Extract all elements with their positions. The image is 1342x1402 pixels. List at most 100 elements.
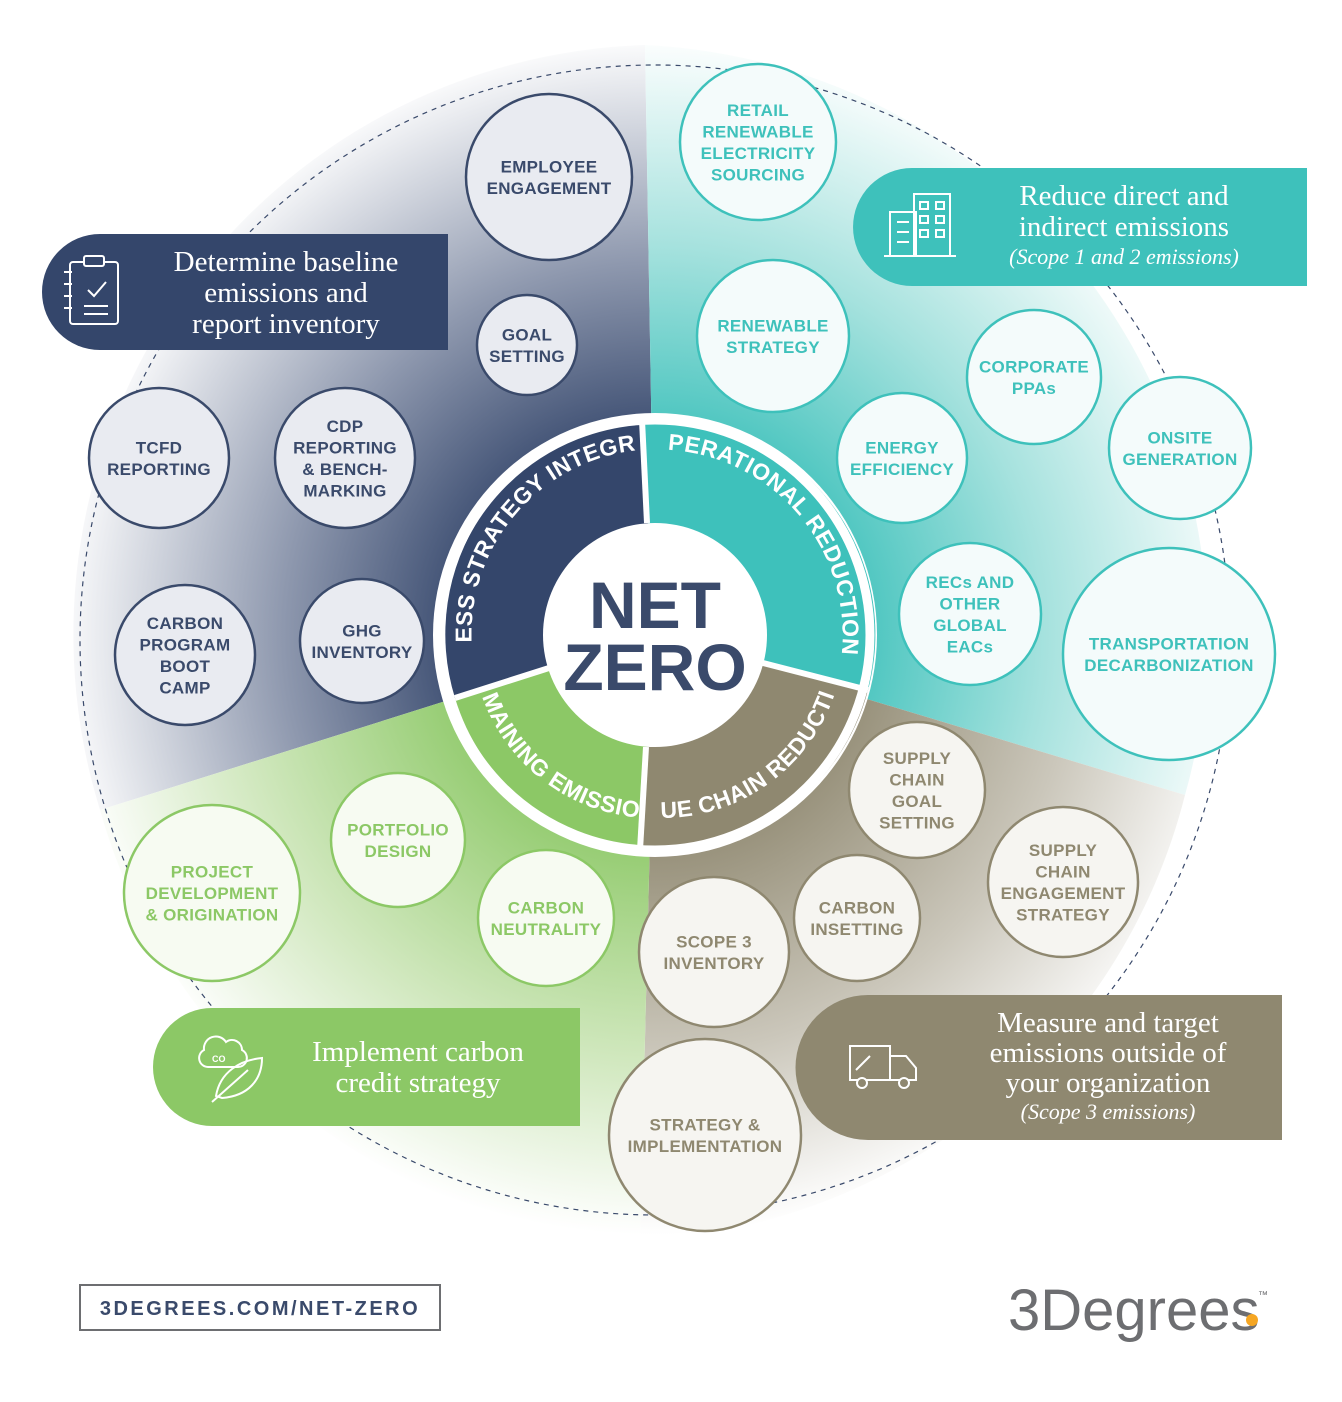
topic-circle-label: EACs [947,637,994,656]
topic-circle-label: DECARBONIZATION [1084,656,1253,675]
topic-circle-label: CARBON [147,614,223,633]
topic-circle-label: GLOBAL [933,616,1007,635]
topic-circle-strategy-implementation: STRATEGY & IMPLEMENTATION [607,1037,803,1233]
hub-title-zero: ZERO [563,630,746,704]
topic-circle-label: INVENTORY [664,954,765,973]
topic-circle-shape [329,771,467,909]
topic-circle-label: SCOPE 3 [676,932,752,951]
topic-circle-shape [1061,546,1277,762]
topic-circle-label: REPORTING [107,460,211,479]
topic-circle-label: & ORIGINATION [146,906,279,925]
topic-circle-label: EMPLOYEE [501,157,598,176]
topic-circle-label: PROGRAM [140,635,231,654]
callout-scope3-line1: Measure and target [997,1007,1219,1039]
topic-circle-label: ENGAGEMENT [1001,884,1126,903]
brand-logo: 3Degrees [1008,1278,1259,1343]
footer-url[interactable]: 3DEGREES.COM/NET-ZERO [100,1298,420,1320]
topic-circle-label: CHAIN [889,770,944,789]
topic-circle-label: STRATEGY & [650,1115,761,1134]
topic-circle-carbon-neutrality: CARBON NEUTRALITY [476,848,616,988]
topic-circle-label: REPORTING [293,438,397,457]
callout-baseline-line1: Determine baseline [174,246,399,278]
topic-circle-label: CARBON [508,898,584,917]
topic-circle-shape [273,386,417,530]
topic-circle-label: TCFD [136,438,183,457]
topic-circle-label: OTHER [940,594,1001,613]
topic-circle-label: TRANSPORTATION [1089,634,1249,653]
topic-circle-label: NEUTRALITY [491,920,602,939]
topic-circle-label: EFFICIENCY [850,460,954,479]
topic-circle-label: ONSITE [1147,428,1212,447]
topic-circle-label: SETTING [879,813,955,832]
topic-circle-shape [986,805,1140,959]
logo-trademark: ™ [1258,1290,1268,1301]
topic-circle-transportation-decarbonization: TRANSPORTATION DECARBONIZATION [1061,546,1277,762]
topic-circle-scope-3-inventory: SCOPE 3 INVENTORY [637,875,791,1029]
building-icon [884,193,956,257]
topic-circle-shape [897,541,1043,687]
topic-circle-shape [476,848,616,988]
clipboard-checklist-icon [64,255,119,325]
topic-circle-label: PROJECT [171,863,254,882]
topic-circle-shape [464,92,634,262]
topic-circle-label: BOOT [160,657,211,676]
footer: 3DEGREES.COM/NET-ZERO 3Degrees ™ [79,1278,1268,1343]
topic-circle-recs-and-other-global-eacs: RECs AND OTHER GLOBAL EACs [897,541,1043,687]
callout-carbon-credit: CO Implement carbon credit strategy [153,1008,580,1126]
callout-carbon-credit-line1: Implement carbon [312,1036,524,1068]
topic-circle-shape [637,875,791,1029]
topic-circle-label: MARKING [303,481,386,500]
topic-circle-label: CORPORATE [979,357,1089,376]
callout-carbon-credit-line2: credit strategy [335,1067,501,1099]
callout-scope12-note: (Scope 1 and 2 emissions) [1009,244,1239,269]
topic-circle-employee-engagement: EMPLOYEE ENGAGEMENT [464,92,634,262]
topic-circle-label: ELECTRICITY [701,144,816,163]
topic-circle-label: IMPLEMENTATION [628,1137,783,1156]
callout-scope12-line2: indirect emissions [1019,211,1229,243]
topic-circle-carbon-program-boot-camp: CARBON PROGRAM BOOT CAMP [113,583,257,727]
topic-circle-label: INVENTORY [312,643,413,662]
topic-circle-label: CHAIN [1035,862,1090,881]
topic-circle-shape [1107,375,1253,521]
callout-scope3-note: (Scope 3 emissions) [1021,1099,1196,1124]
topic-circle-label: STRATEGY [726,338,820,357]
topic-circle-label: GOAL [892,792,942,811]
topic-circle-label: RECs AND [926,573,1015,592]
topic-circle-label: ENGAGEMENT [487,179,612,198]
topic-circle-label: ENERGY [865,438,939,457]
callout-scope12: Reduce direct and indirect emissions (Sc… [853,168,1307,286]
topic-circle-shape [792,853,922,983]
topic-circle-shape [678,62,838,222]
topic-circle-label: RENEWABLE [702,122,813,141]
topic-circle-label: CAMP [159,678,210,697]
topic-circle-label: SOURCING [711,165,805,184]
topic-circle-shape [847,720,987,860]
co2-leaf-icon: CO [198,1035,264,1103]
callout-scope12-line1: Reduce direct and [1019,180,1229,212]
topic-circle-label: SUPPLY [1029,841,1098,860]
topic-circle-shape [475,293,579,397]
delivery-truck-icon [849,1045,917,1089]
topic-circle-label: SUPPLY [883,749,952,768]
topic-circle-shape [122,803,302,983]
topic-circles: EMPLOYEEENGAGEMENTGOALSETTINGTCFDREPORTI… [87,62,1277,1233]
topic-circle-label: GHG [342,621,382,640]
topic-circle-supply-chain-goal-setting: SUPPLY CHAIN GOAL SETTING [847,720,987,860]
topic-circle-label: CARBON [819,898,895,917]
topic-circle-label: DESIGN [365,842,432,861]
hub-circle [543,523,767,747]
url-box [79,1284,441,1331]
topic-circle-shape [695,258,851,414]
topic-circle-label: SETTING [489,347,565,366]
callout-scope3-line2: emissions outside of [990,1037,1227,1069]
callout-scope3: Measure and target emissions outside of … [795,995,1282,1140]
callout-baseline-line2: emissions and [204,277,368,309]
topic-circle-label: PORTFOLIO [347,820,449,839]
logo-dot [1246,1314,1258,1326]
